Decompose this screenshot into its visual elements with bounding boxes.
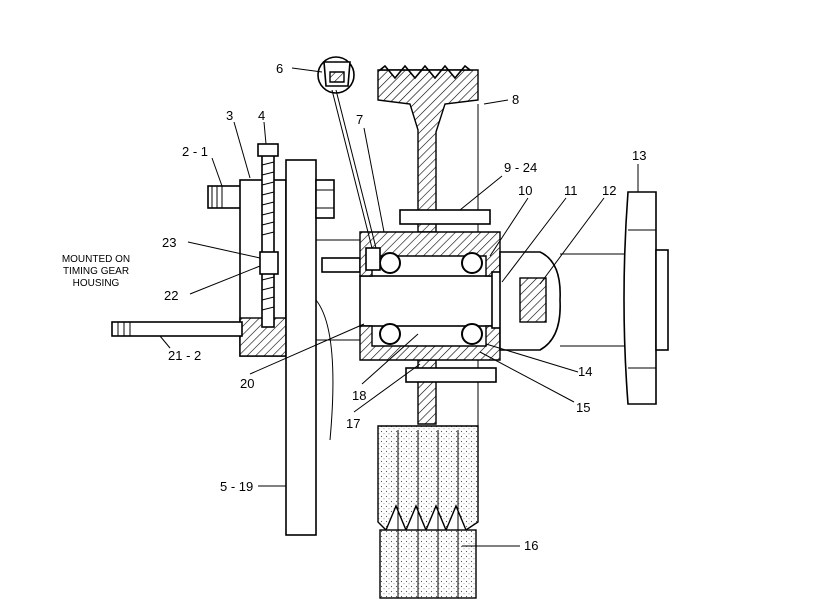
- mounting-bracket: [111, 143, 287, 357]
- mount-note: MOUNTED ON TIMING GEAR HOUSING: [62, 254, 130, 289]
- belts-16: [377, 425, 479, 599]
- label-9-24: 9 - 24: [504, 160, 537, 175]
- bearing-ball-lower-right: [461, 323, 483, 345]
- idler-plate-5-19: [285, 159, 361, 536]
- rod-21-2: [111, 321, 243, 337]
- seal-7: [365, 247, 381, 271]
- label-5-19: 5 - 19: [220, 479, 253, 494]
- label-14: 14: [578, 364, 592, 379]
- mount-note-line2: TIMING GEAR: [63, 266, 129, 277]
- stud-2-1: [207, 185, 243, 209]
- label-7: 7: [356, 112, 363, 127]
- bolt-threads: [261, 161, 275, 311]
- label-16: 16: [524, 538, 538, 553]
- label-10: 10: [518, 183, 532, 198]
- bearing-ball-upper-right: [461, 252, 483, 274]
- label-15: 15: [576, 400, 590, 415]
- pulley-8: [377, 64, 479, 426]
- label-13: 13: [632, 148, 646, 163]
- bearing-ball-lower-left: [379, 323, 401, 345]
- seal-detail-6: [317, 56, 377, 249]
- label-12: 12: [602, 183, 616, 198]
- shaft-20: [321, 257, 501, 327]
- label-17: 17: [346, 416, 360, 431]
- bolt-17: [405, 367, 497, 383]
- fan-flange-13: [623, 191, 669, 405]
- hub-assembly: [359, 209, 507, 383]
- label-6: 6: [276, 61, 283, 76]
- label-23: 23: [162, 235, 176, 250]
- nut-22: [259, 251, 279, 275]
- bearing-ball-upper-left: [379, 252, 401, 274]
- label-21-2: 21 - 2: [168, 348, 201, 363]
- label-4: 4: [258, 108, 265, 123]
- hub-cap-12: [499, 251, 628, 351]
- label-18: 18: [352, 388, 366, 403]
- label-22: 22: [164, 288, 178, 303]
- label-8: 8: [512, 92, 519, 107]
- label-2-1: 2 - 1: [182, 144, 208, 159]
- mount-note-line3: HOUSING: [73, 278, 120, 289]
- label-11: 11: [564, 183, 578, 198]
- label-20: 20: [240, 376, 254, 391]
- part-labels: 2 - 1 3 4 5 - 19 6 7 8 9 - 24 10 11 12 1…: [162, 61, 646, 553]
- leader-lines: [159, 67, 639, 547]
- label-3: 3: [226, 108, 233, 123]
- bolt-9-24: [399, 209, 491, 225]
- mount-note-line1: MOUNTED ON: [62, 254, 130, 265]
